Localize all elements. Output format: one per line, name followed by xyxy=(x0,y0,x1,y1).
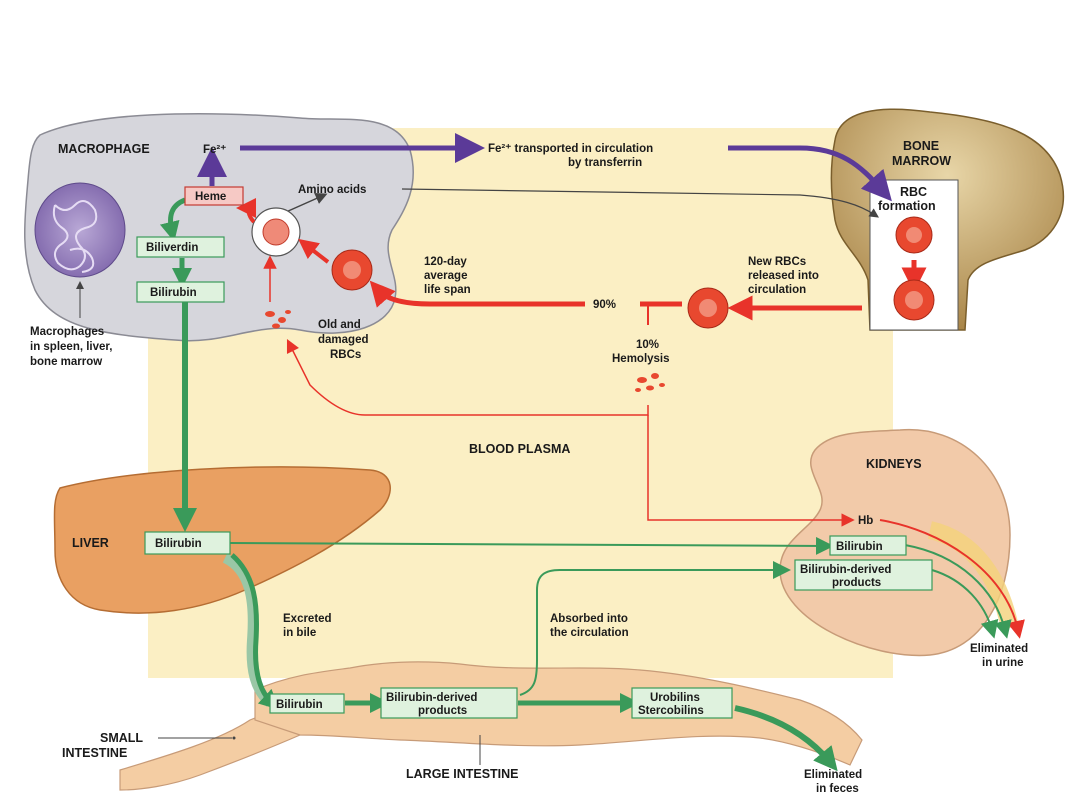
large-intestine-label: LARGE INTESTINE xyxy=(406,767,519,781)
amino-acids-label: Amino acids xyxy=(298,184,366,196)
new-rbcs-label-3: circulation xyxy=(748,284,806,296)
derived-kidney-label-1: Bilirubin-derived xyxy=(800,564,891,576)
chromatin xyxy=(52,200,98,273)
bilirubin-kidney-box xyxy=(829,535,907,556)
bilirubin-intestine-box xyxy=(269,693,345,714)
rbc-formation-label-1: RBC xyxy=(900,185,927,199)
small-intestine-label-1: SMALL xyxy=(100,731,143,745)
fe-transport-label-1: Fe²⁺ transported in circulation xyxy=(488,143,653,155)
small-intestine-label-2: INTESTINE xyxy=(62,746,127,760)
absorbed-label-1: Absorbed into xyxy=(550,613,628,625)
rbc-into-vesicle-arrow xyxy=(298,238,330,264)
liver-label: LIVER xyxy=(72,536,109,550)
lifespan-label-3: life span xyxy=(424,284,471,296)
eliminated-feces-label-1: Eliminated xyxy=(804,769,862,781)
fe-macrophage-label: Fe²⁺ xyxy=(203,144,226,156)
absorbed-arrow xyxy=(519,561,791,696)
macrophages-note-2: in spleen, liver, xyxy=(30,341,112,353)
bilirubin-macro-box xyxy=(136,281,225,303)
hb-to-kidney-line xyxy=(647,415,855,527)
bone-marrow-label-2: MARROW xyxy=(892,154,951,168)
old-rbcs-label-1: Old and xyxy=(318,319,361,331)
heme-box xyxy=(184,186,244,206)
small-intestine-dot xyxy=(232,736,236,740)
rbc-macrophage xyxy=(331,249,373,291)
bilirubin-kidney-label: Bilirubin xyxy=(836,541,883,553)
excreted-label-2: in bile xyxy=(283,627,316,639)
urobilins-label: Urobilins xyxy=(650,692,700,704)
ninety-percent-label: 90% xyxy=(593,299,616,311)
bile-duct xyxy=(222,553,274,707)
bilirubin-liver-box xyxy=(144,531,231,555)
old-rbc-return-line xyxy=(286,338,649,416)
rbc-marrow-bottom xyxy=(893,279,935,321)
biliverdin-box xyxy=(136,236,225,258)
hb-label: Hb xyxy=(858,515,873,527)
eliminated-feces-label-2: in feces xyxy=(816,783,859,795)
rbc-marrow-top xyxy=(895,216,933,254)
bile-excretion-arrow xyxy=(230,553,280,710)
lifespan-arrow xyxy=(369,280,585,308)
derived-kidney-box xyxy=(794,559,933,591)
fe-transport-label-2: by transferrin xyxy=(568,157,642,169)
heme-label: Heme xyxy=(195,191,226,203)
rbc-fragments-old xyxy=(265,310,291,329)
bilirubin-macro-label: Bilirubin xyxy=(150,287,197,299)
macrophages-note-3: bone marrow xyxy=(30,356,102,368)
excreted-label-1: Excreted xyxy=(283,613,332,625)
lifespan-label-1: 120-day xyxy=(424,256,467,268)
hemolysis-label-1: 10% xyxy=(636,339,659,351)
small-intestine-shape xyxy=(119,699,301,791)
iron-arrow-to-marrow xyxy=(728,145,892,202)
hemolysis-label-2: Hemolysis xyxy=(612,353,670,365)
blood-plasma-label: BLOOD PLASMA xyxy=(469,442,570,456)
derived-to-urine-arrow xyxy=(931,569,999,639)
derived-intestine-box xyxy=(380,687,518,719)
rbc-circulation xyxy=(687,287,729,329)
liver-to-kidney-bilirubin-arrow xyxy=(229,536,834,555)
absorbed-label-2: the circulation xyxy=(550,627,629,639)
hb-to-urine-arrow xyxy=(879,519,1025,639)
lifespan-label-2: average xyxy=(424,270,467,282)
biliverdin-label: Biliverdin xyxy=(146,242,198,254)
bone-marrow-label-1: BONE xyxy=(903,139,939,153)
kidneys-label: KIDNEYS xyxy=(866,457,922,471)
eliminated-urine-label-1: Eliminated xyxy=(970,643,1028,655)
bilirubin-to-urine-arrow xyxy=(904,544,1012,639)
new-rbcs-label-2: released into xyxy=(748,270,819,282)
derived-intestine-label-2: products xyxy=(418,705,467,717)
urobilins-box xyxy=(631,687,733,719)
amino-acids-arrow xyxy=(401,188,879,218)
macrophage-label: MACROPHAGE xyxy=(58,142,150,156)
derived-kidney-label-2: products xyxy=(832,577,881,589)
bilirubin-liver-label: Bilirubin xyxy=(155,538,202,550)
macrophages-note-1: Macrophages xyxy=(30,326,104,338)
amino-acids-up-arrow xyxy=(285,192,328,213)
urobilins-to-feces-arrow xyxy=(734,705,838,772)
macrophage-cell xyxy=(23,113,414,342)
rbc-fragments-hemolysis xyxy=(635,373,665,392)
stercobilins-label: Stercobilins xyxy=(638,705,704,717)
derived-intestine-label-1: Bilirubin-derived xyxy=(386,692,477,704)
heme-to-biliverdin-arrow xyxy=(159,197,187,242)
bilirubin-intestine-label: Bilirubin xyxy=(276,699,323,711)
new-rbcs-label-1: New RBCs xyxy=(748,256,806,268)
digested-rbc xyxy=(262,218,290,246)
urine-band xyxy=(927,521,1019,630)
old-rbcs-label-2: damaged xyxy=(318,334,369,346)
vesicle-to-heme-arrow xyxy=(236,198,257,224)
eliminated-urine-label-2: in urine xyxy=(982,657,1024,669)
rbc-formation-label-2: formation xyxy=(878,199,936,213)
old-rbcs-label-3: RBCs xyxy=(330,349,361,361)
